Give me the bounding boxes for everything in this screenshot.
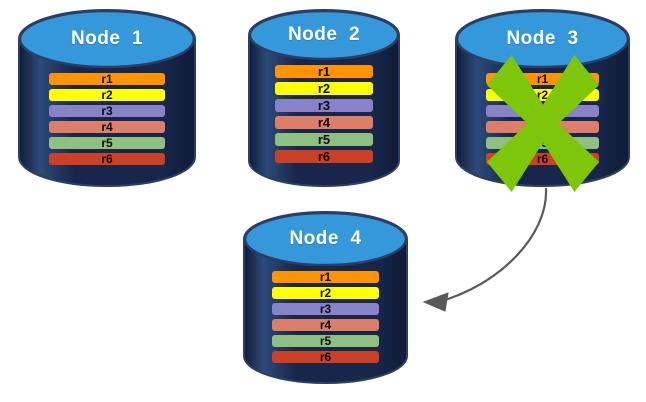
node-1-row-r4[interactable]: r4 — [49, 121, 165, 133]
node-3-row-r3[interactable]: r3 — [486, 105, 599, 117]
node-2-row-r3[interactable]: r3 — [275, 99, 373, 112]
node-1-row-r5[interactable]: r5 — [49, 137, 165, 149]
node-4-rows: r1 r2 r3 r4 r5 r6 — [243, 271, 408, 363]
node-4-row-r1[interactable]: r1 — [272, 271, 379, 283]
node-2-row-r5[interactable]: r5 — [275, 133, 373, 146]
node-4-row-r5[interactable]: r5 — [272, 335, 379, 347]
node-4-row-r3[interactable]: r3 — [272, 303, 379, 315]
node-1-row-r2[interactable]: r2 — [49, 89, 165, 101]
node-3-row-r4[interactable]: r4 — [486, 121, 599, 133]
node-2-rows: r1 r2 r3 r4 r5 r6 — [248, 65, 400, 163]
node-3-row-r6[interactable]: r6 — [486, 153, 599, 165]
node-2-row-r4[interactable]: r4 — [275, 116, 373, 129]
node-2-row-r1[interactable]: r1 — [275, 65, 373, 78]
node-3-row-r1[interactable]: r1 — [486, 73, 599, 85]
node-1-row-r1[interactable]: r1 — [49, 73, 165, 85]
node-2-row-r2[interactable]: r2 — [275, 82, 373, 95]
node-1-rows: r1 r2 r3 r4 r5 r6 — [18, 73, 196, 165]
node-1-row-r3[interactable]: r3 — [49, 105, 165, 117]
node-3-row-r2[interactable]: r2 — [486, 89, 599, 101]
node-4-row-r4[interactable]: r4 — [272, 319, 379, 331]
node-3-row-r5[interactable]: r5 — [486, 137, 599, 149]
node-2-row-r6[interactable]: r6 — [275, 150, 373, 163]
node-4-row-r2[interactable]: r2 — [272, 287, 379, 299]
node-4-row-r6[interactable]: r6 — [272, 351, 379, 363]
node-1-row-r6[interactable]: r6 — [49, 153, 165, 165]
node-3-rows: r1 r2 r3 r4 r5 r6 — [455, 73, 630, 165]
